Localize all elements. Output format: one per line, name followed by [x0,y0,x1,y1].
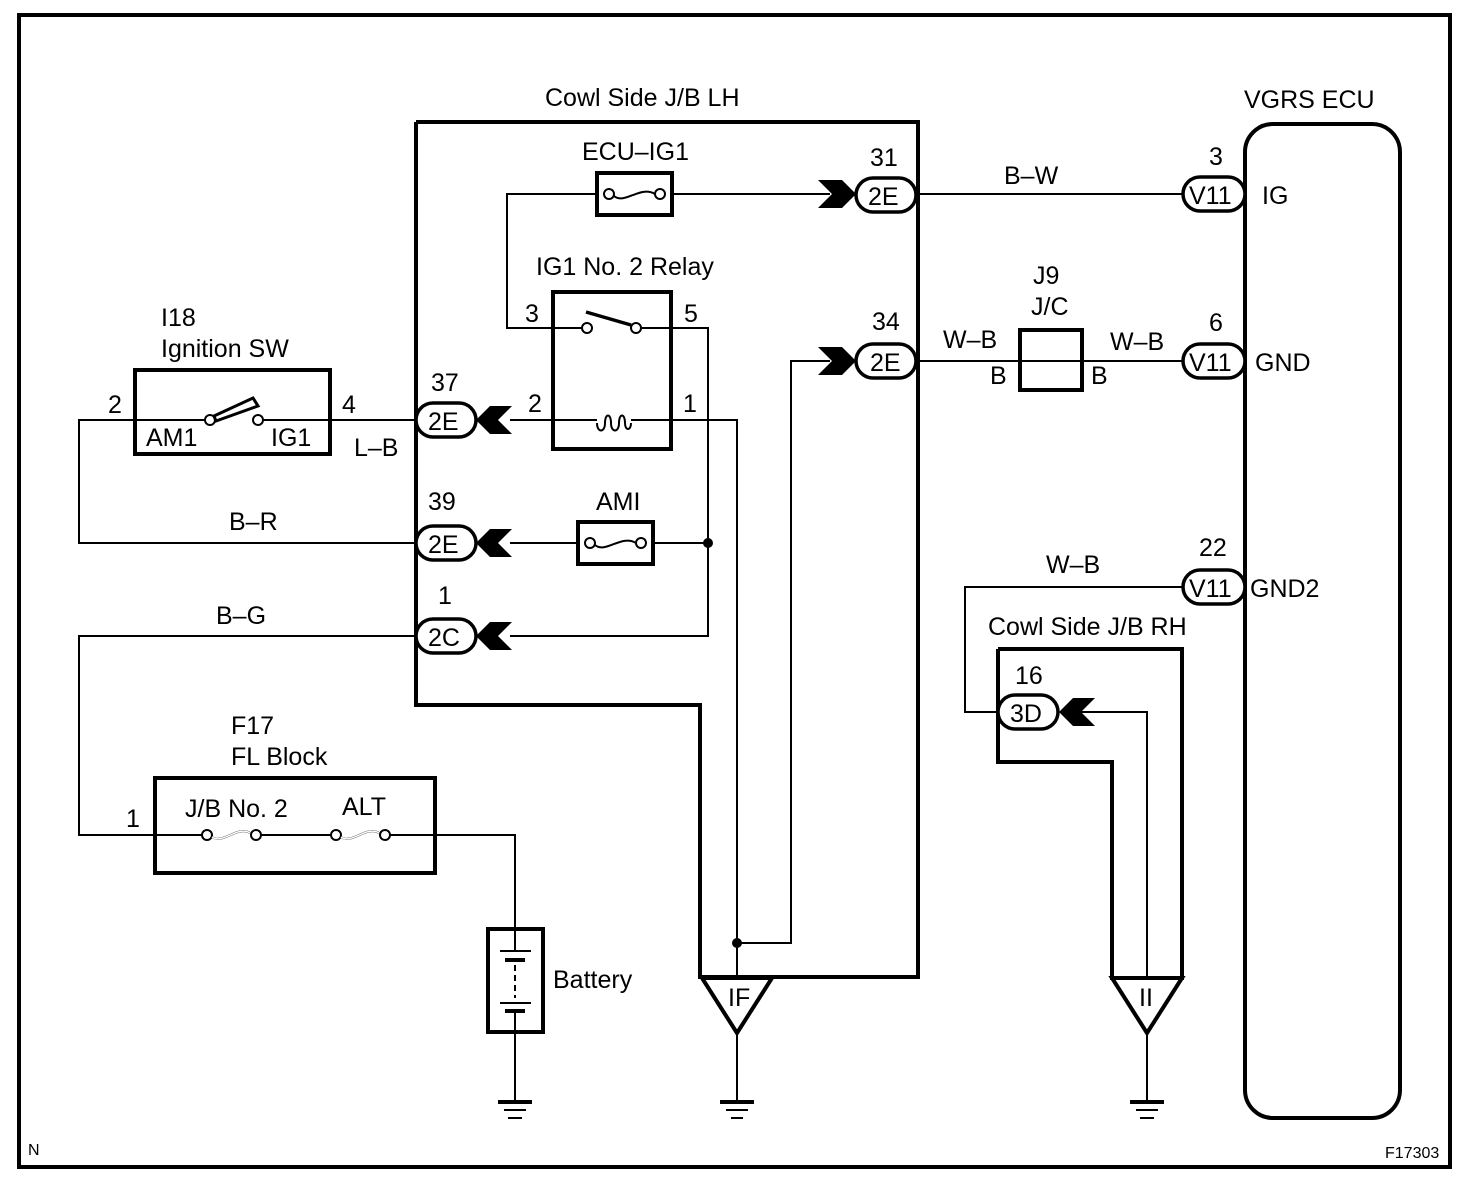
fl-block-id: F17 [231,712,274,740]
wire-fl-battery [390,834,516,929]
relay-pin-3: 3 [525,300,539,328]
vgrs-ecu-label: VGRS ECU [1244,86,1375,114]
connector-31-code: 2E [868,183,899,211]
relay-switch-icon [553,310,671,334]
jc-wire-left: B [990,362,1007,390]
connector-39-code: 2E [428,531,459,559]
connector-34-code: 2E [870,349,901,377]
fl-block-pin: 1 [126,805,140,833]
fusible-link-icon [330,829,391,841]
ecu-pin-22: 22 [1199,534,1227,562]
connector-v11-gnd2-code: V11 [1189,575,1232,603]
wire-relay1-ground [631,419,738,978]
connector-v11-gnd-code: V11 [1189,349,1232,377]
wire-c34-ground [737,360,830,944]
ecu-terminal-gnd: GND [1255,349,1311,377]
wire-label-l-b: L–B [354,434,398,462]
connector-v11-ig-code: V11 [1189,182,1232,210]
ecu-pin-6: 6 [1209,309,1223,337]
vgrs-ecu-box [1243,122,1402,1120]
arrow-c31 [818,180,856,208]
connector-v11-gnd [1181,342,1247,380]
ignition-sw-label: Ignition SW [161,335,289,363]
frame-border [17,13,1452,1169]
arrow-c34 [818,347,856,375]
wire-b-g [78,635,416,836]
ami-fuse-label: AMI [596,488,640,516]
connector-34-pin: 34 [872,308,900,336]
wire-label-b-g: B–G [216,602,266,630]
wire-label-b-r: B–R [229,508,278,536]
connector-v11-gnd2 [1181,568,1247,606]
battery-label: Battery [553,966,633,994]
battery-icon [500,929,531,1032]
junction-dot [732,938,742,948]
fusible-link-icon [201,829,262,841]
ground-symbol-icon [498,1100,532,1119]
fl-block-box [153,776,437,875]
wire-label-w-b-right: W–B [1110,328,1164,356]
ecu-pin-3: 3 [1209,143,1223,171]
connector-37-code: 2E [428,408,459,436]
connector-31-pin: 31 [870,144,898,172]
cowl-jb-lh-label: Cowl Side J/B LH [545,84,740,112]
fl-block-label: FL Block [231,743,328,771]
ignition-sw-id: I18 [161,304,196,332]
fuse-icon [584,537,647,549]
fuse-jb-no2-label: J/B No. 2 [185,795,288,823]
ground-if-label: IF [728,984,750,1012]
ecu-terminal-gnd2: GND2 [1250,575,1319,603]
fuse-icon [603,188,666,200]
wire-gnd2 [964,586,1185,713]
jc-id: J9 [1033,262,1059,290]
ignition-sw-pin-left: 2 [108,391,122,419]
wire-relay3-fuse [506,193,597,329]
connector-v11-ig [1181,175,1247,213]
jc-wire-right: B [1091,362,1108,390]
connector-39-pin: 39 [428,488,456,516]
corner-mark: N [28,1142,40,1159]
jc-label: J/C [1031,293,1069,321]
relay-coil-icon [596,414,632,432]
connector-16 [996,693,1060,731]
connector-1-code: 2C [428,624,460,652]
ecu-terminal-ig: IG [1262,182,1288,210]
ignition-sw-terminal-ig1: IG1 [271,424,311,452]
ecu-ig1-fuse-label: ECU–IG1 [582,138,689,166]
wire-label-w-b-gnd2: W–B [1046,551,1100,579]
arrow-c39 [476,529,512,557]
wire-label-b-w: B–W [1004,162,1059,190]
arrow-c16 [1059,698,1095,726]
ignition-sw-pin-right: 4 [342,391,356,419]
figure-id: F17303 [1385,1145,1439,1162]
ignition-switch-icon [204,396,264,426]
arrow-c37 [476,406,512,434]
wire-relay5 [510,327,709,637]
ig1-relay-box [551,290,673,451]
ground-ii-label: II [1139,984,1153,1012]
junction-dot [703,538,713,548]
ground-if-triangle [698,976,776,1037]
ignition-sw-terminal-am1: AM1 [146,424,197,452]
fuse-alt-label: ALT [342,793,386,821]
ground-symbol-icon [1130,1100,1164,1119]
connector-1-pin: 1 [438,582,452,610]
ground-ii-triangle [1108,976,1186,1037]
connector-37-pin: 37 [431,369,459,397]
relay-pin-5: 5 [684,300,698,328]
cowl-jb-rh-label: Cowl Side J/B RH [988,613,1187,641]
ig1-relay-label: IG1 No. 2 Relay [536,253,714,281]
connector-16-pin: 16 [1015,662,1043,690]
ground-symbol-icon [720,1100,754,1119]
wire-label-w-b-left: W–B [943,326,997,354]
wire-am1 [78,419,416,544]
relay-pin-1: 1 [683,390,697,418]
relay-pin-2: 2 [528,390,542,418]
ignition-sw-box [133,368,332,456]
arrow-c1 [476,622,512,650]
connector-16-code: 3D [1010,700,1042,728]
wire-c16-ground [1080,711,1148,978]
